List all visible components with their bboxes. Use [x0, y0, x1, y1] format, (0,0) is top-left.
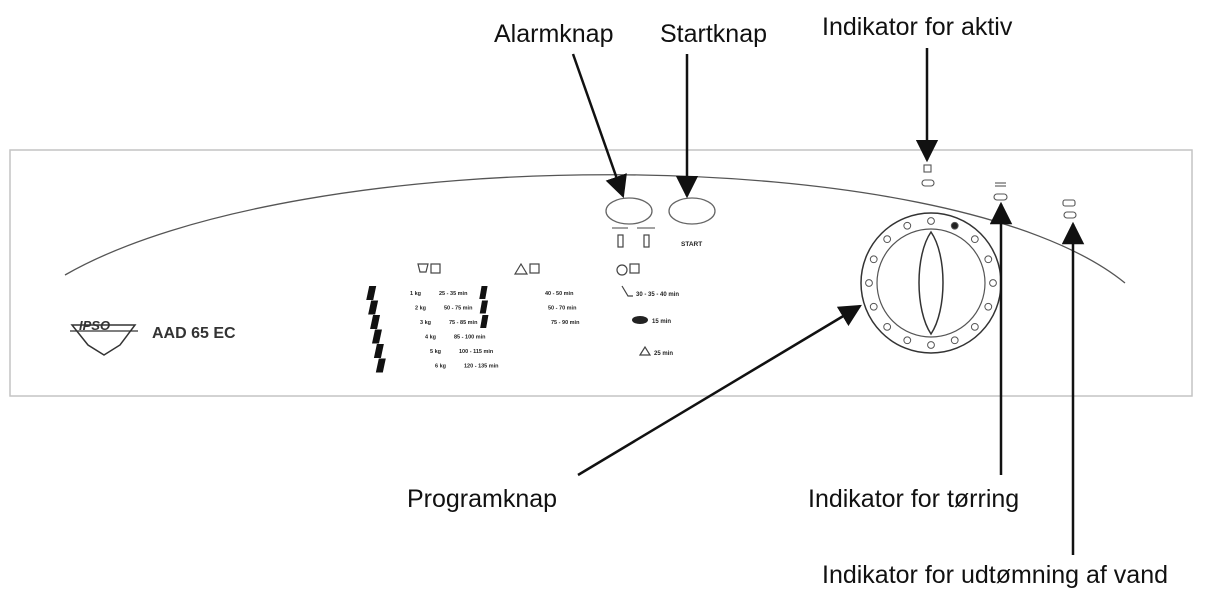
- program-time: 85 - 100 min: [454, 335, 486, 341]
- program-time: 25 - 35 min: [439, 291, 468, 297]
- start-button[interactable]: [668, 197, 716, 225]
- dial-symbol: [903, 336, 912, 345]
- triangle-icon: [638, 345, 652, 356]
- active-indicator-label: Indikator for aktiv: [822, 13, 1013, 41]
- program-bar: [373, 344, 384, 358]
- cotton-program-column: 1 kg 25 - 35 min 2 kg 50 - 75 min 3 kg 75 - 8…: [366, 286, 499, 373]
- dial-symbol: [984, 255, 993, 264]
- drain-indicator-light: [1062, 199, 1077, 219]
- weight-label: 2 kg: [415, 306, 426, 312]
- timer-time: 30 - 35 - 40 min: [636, 292, 679, 298]
- program-bar: [368, 300, 379, 315]
- dial-symbol: [970, 322, 979, 331]
- dial-symbol: [927, 217, 935, 225]
- program-time: 100 - 115 min: [459, 349, 494, 355]
- weight-label: 1 kg: [410, 291, 421, 297]
- program-time: 75 - 85 min: [449, 320, 478, 326]
- program-bar: [371, 329, 382, 344]
- program-arrow: [577, 304, 862, 477]
- synthetic-column-header-icon: [513, 262, 540, 275]
- cotton-column-header-icon: [417, 263, 441, 274]
- dial-symbol: [903, 221, 912, 230]
- dial-symbol: [869, 255, 878, 264]
- start-button-label: Startknap: [660, 20, 768, 48]
- alarm-button[interactable]: [605, 197, 653, 225]
- dial-symbol: [869, 302, 878, 311]
- dial-symbol: [970, 235, 979, 244]
- timer-icon: [621, 285, 633, 297]
- synthetic-program-column: 40 - 50 min 50 - 70 min 75 - 90 min: [479, 286, 580, 328]
- start-label: START: [681, 241, 702, 248]
- drying-indicator-label: Indikator for tørring: [808, 485, 1020, 513]
- brand-logo: IPSO: [70, 318, 138, 356]
- program-time: 75 - 90 min: [551, 320, 580, 326]
- brand-name: IPSO: [79, 318, 110, 333]
- dial-symbol: [950, 336, 959, 345]
- drying-indicator-light: [993, 182, 1008, 201]
- program-bar: [480, 315, 489, 328]
- weight-label: 4 kg: [425, 335, 436, 341]
- dial-symbol: [865, 279, 873, 287]
- drain-indicator-label: Indikator for udtømning af vand: [822, 561, 1169, 589]
- timer-program-column: 30 - 35 - 40 min 15 min 25 min: [621, 285, 679, 357]
- weight-label: 5 kg: [430, 349, 441, 355]
- dial-symbol: [927, 341, 935, 349]
- timer-column-header-icon: [616, 263, 640, 276]
- program-bar: [366, 286, 377, 300]
- weight-label: 3 kg: [420, 320, 431, 326]
- alarm-button-label: Alarmknap: [494, 20, 614, 48]
- timer-time: 15 min: [652, 319, 671, 325]
- model-name: AAD 65 EC: [152, 325, 236, 342]
- program-bar: [479, 286, 488, 299]
- dial-symbol: [883, 235, 892, 244]
- program-time: 40 - 50 min: [545, 291, 574, 297]
- shirt-icon: [632, 316, 648, 324]
- program-dial[interactable]: [860, 212, 1002, 354]
- program-time: 50 - 75 min: [444, 306, 473, 312]
- program-time: 120 - 135 min: [464, 364, 499, 370]
- active-indicator-light: [921, 164, 935, 187]
- program-bar: [479, 300, 489, 314]
- program-dial-label: Programknap: [407, 485, 558, 513]
- timer-time: 25 min: [654, 351, 673, 357]
- control-panel: [9, 149, 1193, 397]
- alarm-arrow: [571, 53, 627, 199]
- dial-symbol: [984, 302, 993, 311]
- dial-symbol: [950, 221, 959, 230]
- program-bar: [375, 358, 386, 373]
- dial-symbol: [883, 322, 892, 331]
- alarm-icons: [612, 227, 655, 248]
- program-time: 50 - 70 min: [548, 306, 577, 312]
- dial-symbol: [989, 279, 997, 287]
- dial-program-symbols: [865, 217, 997, 349]
- weight-label: 6 kg: [435, 364, 446, 370]
- program-bar: [370, 315, 381, 329]
